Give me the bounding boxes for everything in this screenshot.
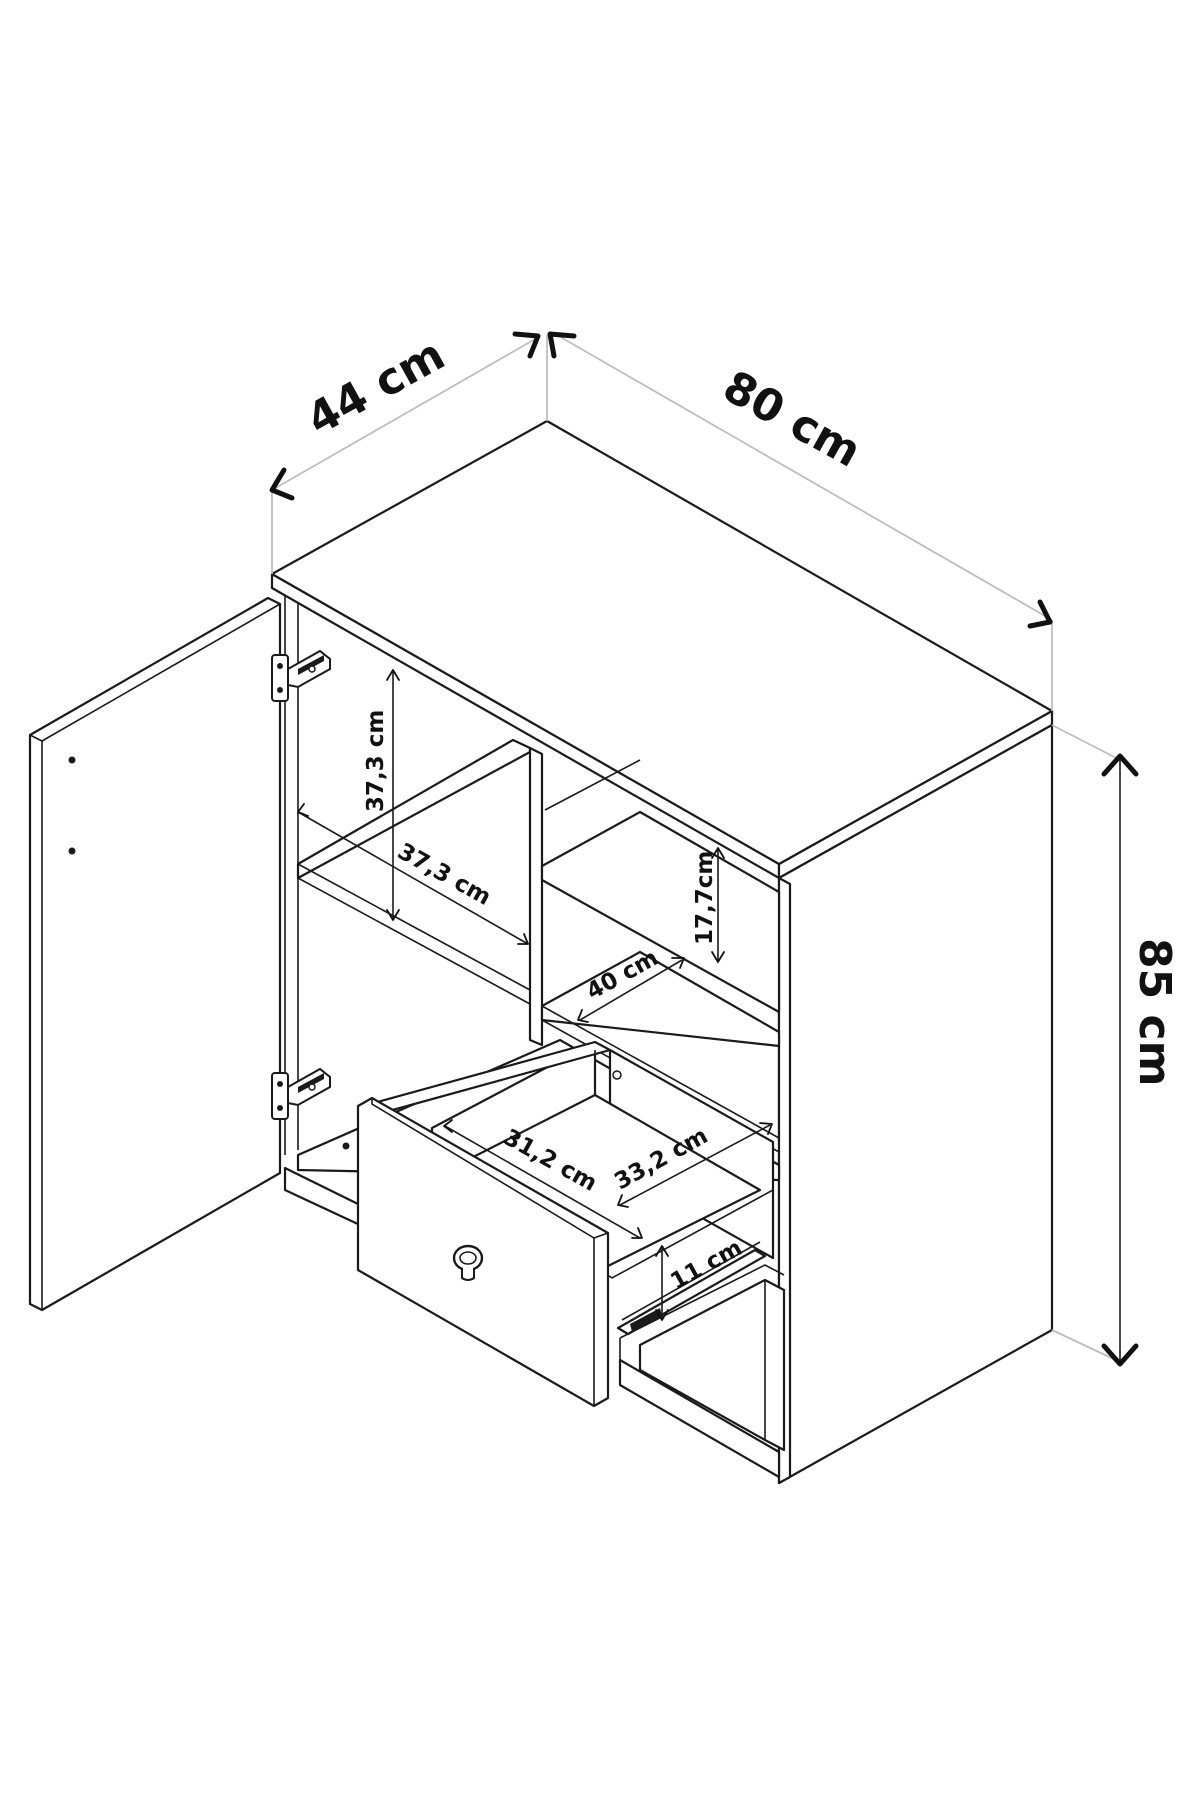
drawer xyxy=(356,1040,775,1408)
knob-icon xyxy=(452,1244,484,1281)
height-arrow-top xyxy=(1101,753,1139,777)
hinge-icon xyxy=(271,649,331,702)
height-label: 85 cm xyxy=(1129,938,1180,1086)
door-screw-hole xyxy=(68,847,76,855)
right-shelf-height-label: 17,7cm xyxy=(692,851,718,945)
door-panel xyxy=(28,596,282,1312)
right-middle-shelf xyxy=(540,950,781,1048)
screw-hole xyxy=(342,1142,350,1150)
plinth-right xyxy=(618,1358,781,1479)
drawer-screw-hole xyxy=(612,1070,622,1080)
dimension-lines xyxy=(269,331,1139,1367)
cabinet-body xyxy=(270,419,1054,1485)
shelf-height-label: 37,3 cm xyxy=(363,710,389,812)
depth-arrow-right xyxy=(512,331,541,359)
width-label: 80 cm xyxy=(715,361,870,478)
cabinet-door xyxy=(28,596,282,1312)
width-arrow-right xyxy=(1027,599,1053,629)
center-divider xyxy=(528,746,544,1047)
width-arrow-left xyxy=(547,331,577,359)
right-upper-shelf xyxy=(540,810,781,1014)
depth-arrow-left xyxy=(269,467,295,501)
door-screw-hole xyxy=(68,756,76,764)
depth-label: 44 cm xyxy=(299,329,454,446)
plinth-front xyxy=(283,1166,362,1227)
hinge-icon xyxy=(271,1067,331,1120)
height-arrow-bottom xyxy=(1101,1343,1139,1367)
